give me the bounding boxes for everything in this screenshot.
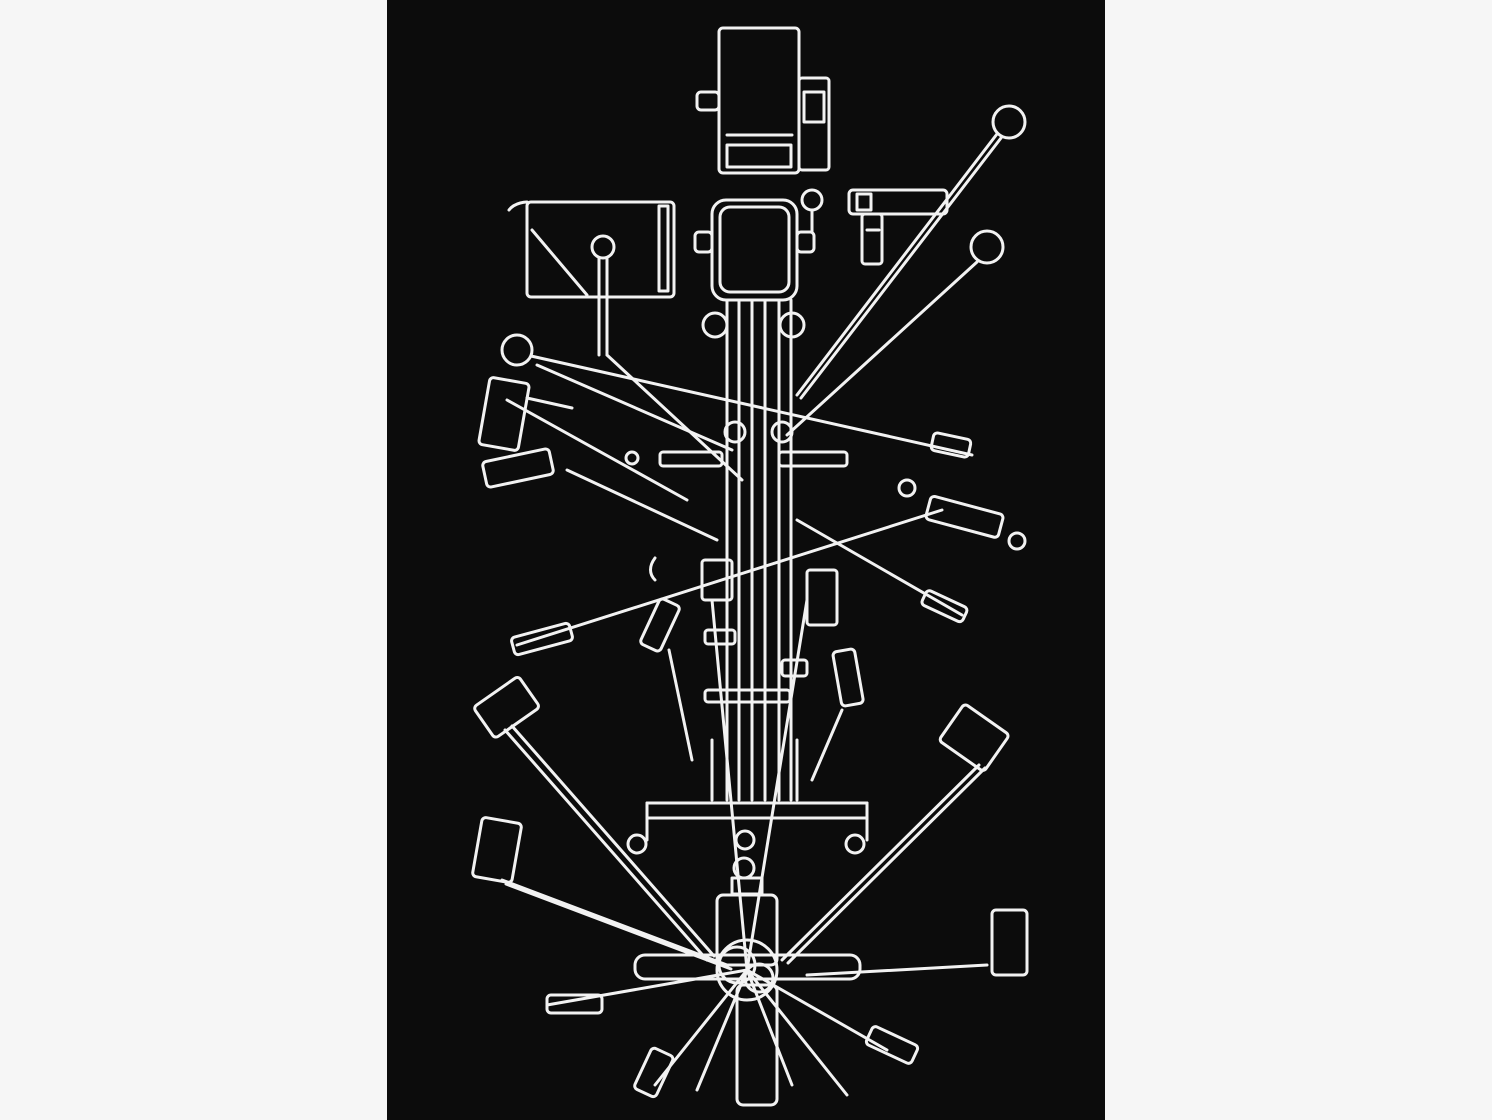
- top-camera-icon: [695, 26, 831, 175]
- line-drawing-svg: [387, 0, 1105, 1120]
- base-starburst: [545, 598, 920, 1099]
- left-side-cameras: [471, 376, 733, 971]
- artwork-print: [387, 0, 1105, 1120]
- monitor-head-icon: [693, 188, 824, 302]
- right-side-cameras: [639, 597, 1029, 977]
- print-background: [387, 0, 1105, 1120]
- left-camera-box-icon: [507, 200, 676, 357]
- long-rods: [500, 104, 1027, 657]
- small-camera-icon: [847, 188, 949, 266]
- central-spine: [624, 298, 849, 802]
